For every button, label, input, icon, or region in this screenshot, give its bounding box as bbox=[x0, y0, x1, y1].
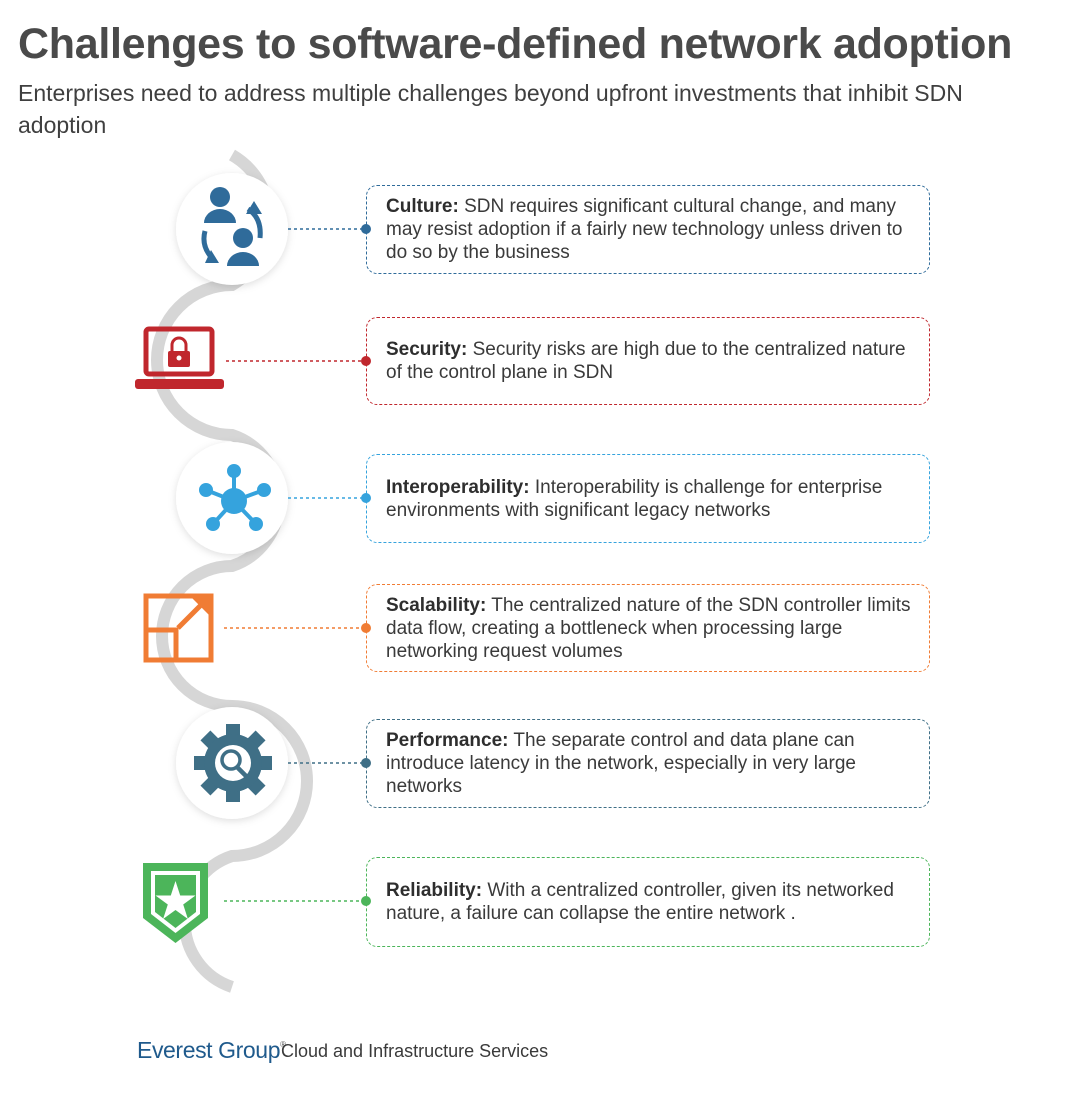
challenge-label: Reliability: bbox=[386, 880, 483, 901]
winding-path-diagram bbox=[135, 149, 371, 993]
challenge-card-reliability: Reliability: With a centralized controll… bbox=[366, 857, 930, 947]
challenge-text: SDN requires significant cultural change… bbox=[386, 196, 903, 263]
challenge-text: The centralized nature of the SDN contro… bbox=[386, 594, 911, 662]
challenge-label: Scalability: bbox=[386, 594, 487, 616]
laptop-lock-icon bbox=[135, 326, 224, 389]
shield-star-icon bbox=[143, 863, 208, 943]
brand-name: Everest Group® bbox=[137, 1037, 286, 1063]
challenge-card-culture: Culture: SDN requires significant cultur… bbox=[366, 185, 930, 274]
brand-tagline: Cloud and Infrastructure Services bbox=[281, 1041, 549, 1061]
network-hub-icon bbox=[199, 464, 271, 531]
winding-ribbon bbox=[151, 149, 313, 993]
icon-disc bbox=[176, 173, 288, 285]
challenge-text: The separate control and data plane can … bbox=[386, 730, 856, 797]
challenge-label: Security: bbox=[386, 339, 468, 360]
gear-search-icon bbox=[194, 724, 272, 802]
expand-box-icon bbox=[143, 593, 214, 663]
challenge-card-performance: Performance: The separate control and da… bbox=[366, 719, 930, 808]
challenge-label: Interoperability: bbox=[386, 476, 530, 498]
challenge-card-interoperability: Interoperability: Interoperability is ch… bbox=[366, 454, 930, 543]
challenge-label: Performance: bbox=[386, 730, 509, 751]
challenge-card-security: Security: Security risks are high due to… bbox=[366, 317, 930, 405]
people-cycle-icon bbox=[201, 187, 263, 266]
challenge-label: Culture: bbox=[386, 196, 459, 217]
challenge-card-scalability: Scalability: The centralized nature of t… bbox=[366, 584, 930, 672]
page-title: Challenges to software-defined network a… bbox=[18, 20, 1013, 68]
challenge-text: With a centralized controller, given its… bbox=[386, 880, 894, 924]
page-subtitle: Enterprises need to address multiple cha… bbox=[18, 80, 963, 138]
challenge-text: Interoperability is challenge for enterp… bbox=[386, 476, 883, 521]
challenge-text: Security risks are high due to the centr… bbox=[386, 339, 906, 383]
registered-mark: ® bbox=[280, 1040, 286, 1049]
